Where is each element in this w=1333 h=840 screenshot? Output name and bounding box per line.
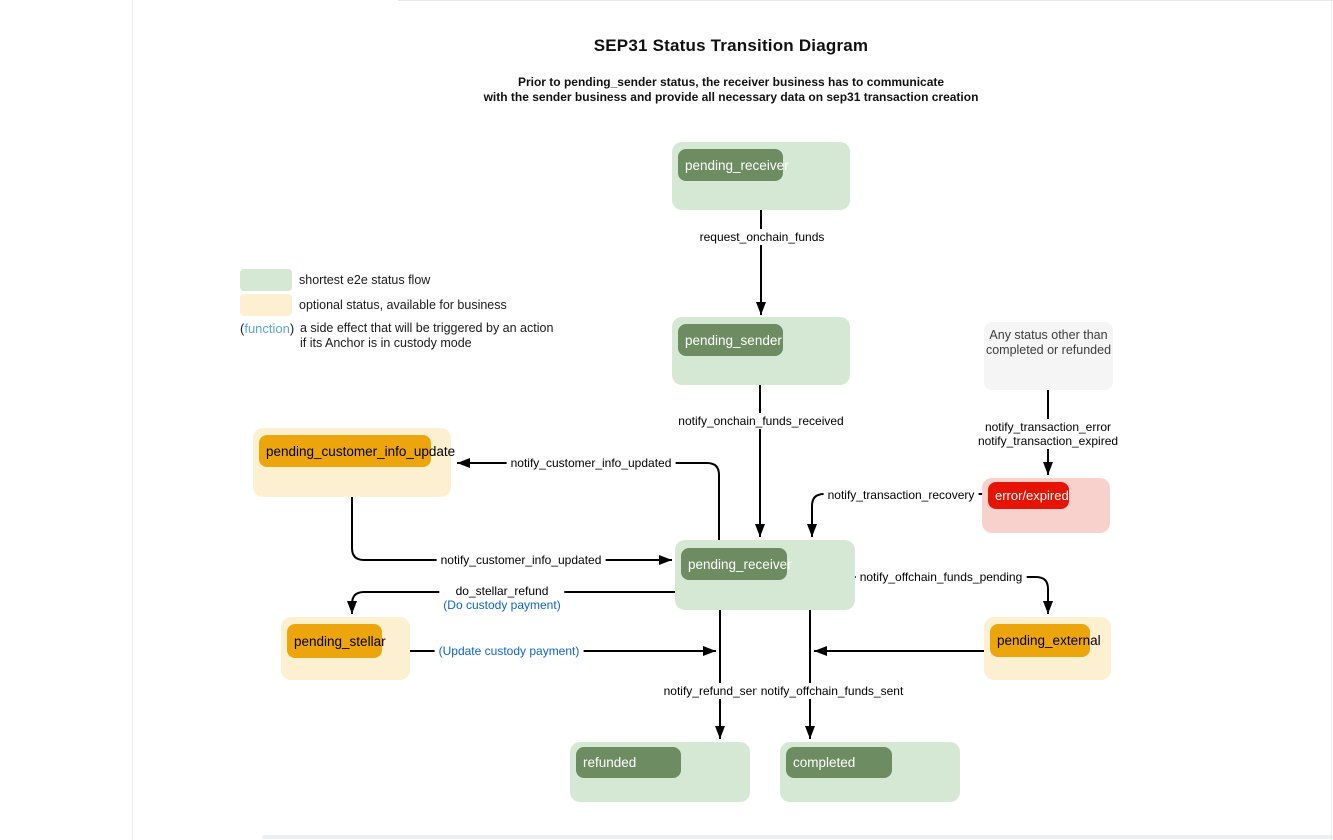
legend-function-desc-line2: if its Anchor is in custody mode bbox=[300, 335, 472, 350]
node-refunded: refunded bbox=[570, 742, 750, 802]
node-any-status-note: Any status other than completed or refun… bbox=[984, 322, 1113, 390]
page-title: SEP31 Status Transition Diagram bbox=[593, 36, 869, 55]
node-pending-sender: pending_sender bbox=[672, 317, 850, 385]
legend-function-description: a side effect that will be triggered by … bbox=[300, 321, 553, 350]
edge-label-notify-transaction-error-expired: notify_transaction_error notify_transact… bbox=[973, 419, 1123, 449]
arrow-notify-customer-info-updated-top bbox=[457, 458, 720, 540]
top-border bbox=[398, 0, 1333, 1]
legend-function-close: ) bbox=[289, 321, 295, 336]
legend-function-token: (function) bbox=[240, 321, 294, 336]
node-pending-receiver-top: pending_receiver bbox=[672, 142, 850, 210]
page-subtitle-line1: Prior to pending_sender status, the rece… bbox=[517, 75, 945, 89]
bottom-scrollbar bbox=[262, 835, 1333, 839]
node-completed: completed bbox=[780, 742, 960, 802]
edge-label-notify-transaction-error: notify_transaction_error bbox=[984, 420, 1112, 434]
node-error-expired: error/expired bbox=[982, 478, 1110, 533]
edge-label-request-onchain-funds: request_onchain_funds bbox=[695, 229, 829, 245]
any-status-note-line2: completed or refunded bbox=[985, 343, 1112, 357]
node-error-expired-label: error/expired bbox=[988, 482, 1069, 509]
legend-function-desc-line1: a side effect that will be triggered by … bbox=[300, 321, 554, 335]
edge-label-do-custody-payment: (Do custody payment) bbox=[443, 598, 561, 612]
edge-label-notify-transaction-expired: notify_transaction_expired bbox=[977, 434, 1119, 448]
node-pending-customer-info-update: pending_customer_info_update bbox=[253, 428, 455, 497]
edge-label-notify-transaction-recovery: notify_transaction_recovery bbox=[823, 487, 979, 503]
arrow-notify-offchain-funds-pending bbox=[855, 576, 1053, 614]
page-subtitle-line2: with the sender business and provide all… bbox=[483, 90, 979, 104]
legend-swatch-shortest-flow bbox=[240, 269, 292, 291]
edge-label-update-custody-payment: (Update custody payment) bbox=[434, 643, 584, 659]
legend-function-open: ( bbox=[240, 321, 245, 336]
edge-label-notify-customer-info-updated-bottom: notify_customer_info_updated bbox=[436, 552, 606, 568]
arrow-do-stellar-refund bbox=[347, 591, 675, 614]
node-pending-external: pending_external bbox=[984, 617, 1111, 680]
node-pending-customer-info-update-label: pending_customer_info_update bbox=[259, 435, 455, 467]
legend-label-shortest-flow: shortest e2e status flow bbox=[299, 273, 431, 287]
legend-label-optional-status: optional status, available for business bbox=[299, 298, 507, 312]
node-pending-stellar: pending_stellar bbox=[281, 617, 410, 680]
edge-label-notify-offchain-funds-pending: notify_offchain_funds_pending bbox=[855, 569, 1027, 585]
edge-label-notify-onchain-funds-received: notify_onchain_funds_received bbox=[674, 413, 848, 429]
legend-swatch-optional-status bbox=[240, 294, 292, 316]
page-subtitle: Prior to pending_sender status, the rece… bbox=[381, 75, 1081, 105]
node-pending-stellar-label: pending_stellar bbox=[287, 624, 386, 658]
edge-label-notify-customer-info-updated-top: notify_customer_info_updated bbox=[506, 455, 676, 471]
node-completed-label: completed bbox=[786, 747, 892, 778]
edge-label-do-stellar-refund-text: do_stellar_refund bbox=[455, 584, 549, 598]
edge-label-do-stellar-refund: do_stellar_refund (Do custody payment) bbox=[439, 583, 565, 613]
node-pending-receiver-top-label: pending_receiver bbox=[678, 149, 789, 181]
arrow-notify-customer-info-updated-bottom bbox=[351, 497, 672, 565]
node-pending-receiver-mid-label: pending_receiver bbox=[681, 548, 792, 580]
edge-label-notify-refund-sent: notify_refund_sent bbox=[659, 683, 767, 699]
any-status-note-line1: Any status other than bbox=[989, 328, 1108, 342]
edge-label-notify-offchain-funds-sent: notify_offchain_funds_sent bbox=[756, 683, 908, 699]
node-pending-external-label: pending_external bbox=[990, 624, 1101, 657]
left-border bbox=[132, 0, 133, 840]
legend-function-word: function bbox=[244, 321, 290, 336]
node-pending-sender-label: pending_sender bbox=[678, 324, 783, 356]
node-pending-receiver-mid: pending_receiver bbox=[675, 540, 855, 610]
node-refunded-label: refunded bbox=[576, 747, 681, 778]
right-border bbox=[1331, 0, 1332, 840]
